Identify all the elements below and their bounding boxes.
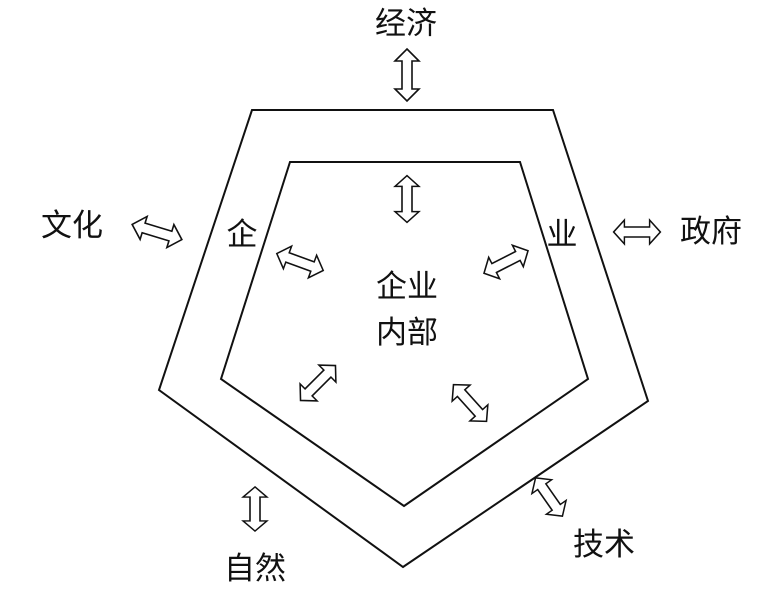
label-interior-line1: 企业 <box>376 269 438 305</box>
arrow-nature-icon <box>242 486 268 532</box>
arrow-internal-top-icon <box>394 174 420 224</box>
arrow-internal-bottom-right-icon <box>443 375 497 431</box>
label-government: 政府 <box>680 214 742 250</box>
arrow-internal-right-icon <box>477 239 535 285</box>
label-nature: 自然 <box>224 551 286 587</box>
label-culture: 文化 <box>41 208 103 244</box>
label-economy: 经济 <box>375 6 437 42</box>
arrow-culture-icon <box>127 212 187 252</box>
label-ring-left: 企 <box>227 217 258 253</box>
arrow-economy-icon <box>394 48 420 102</box>
label-technology: 技术 <box>573 527 635 563</box>
inner-pentagon <box>219 161 590 508</box>
label-ring-right: 业 <box>547 217 578 253</box>
arrow-internal-bottom-left-icon <box>291 356 345 410</box>
arrow-government-icon <box>612 219 662 245</box>
outer-pentagon <box>157 109 650 569</box>
arrow-internal-left-icon <box>271 241 329 283</box>
label-interior-line2: 内部 <box>376 315 438 351</box>
